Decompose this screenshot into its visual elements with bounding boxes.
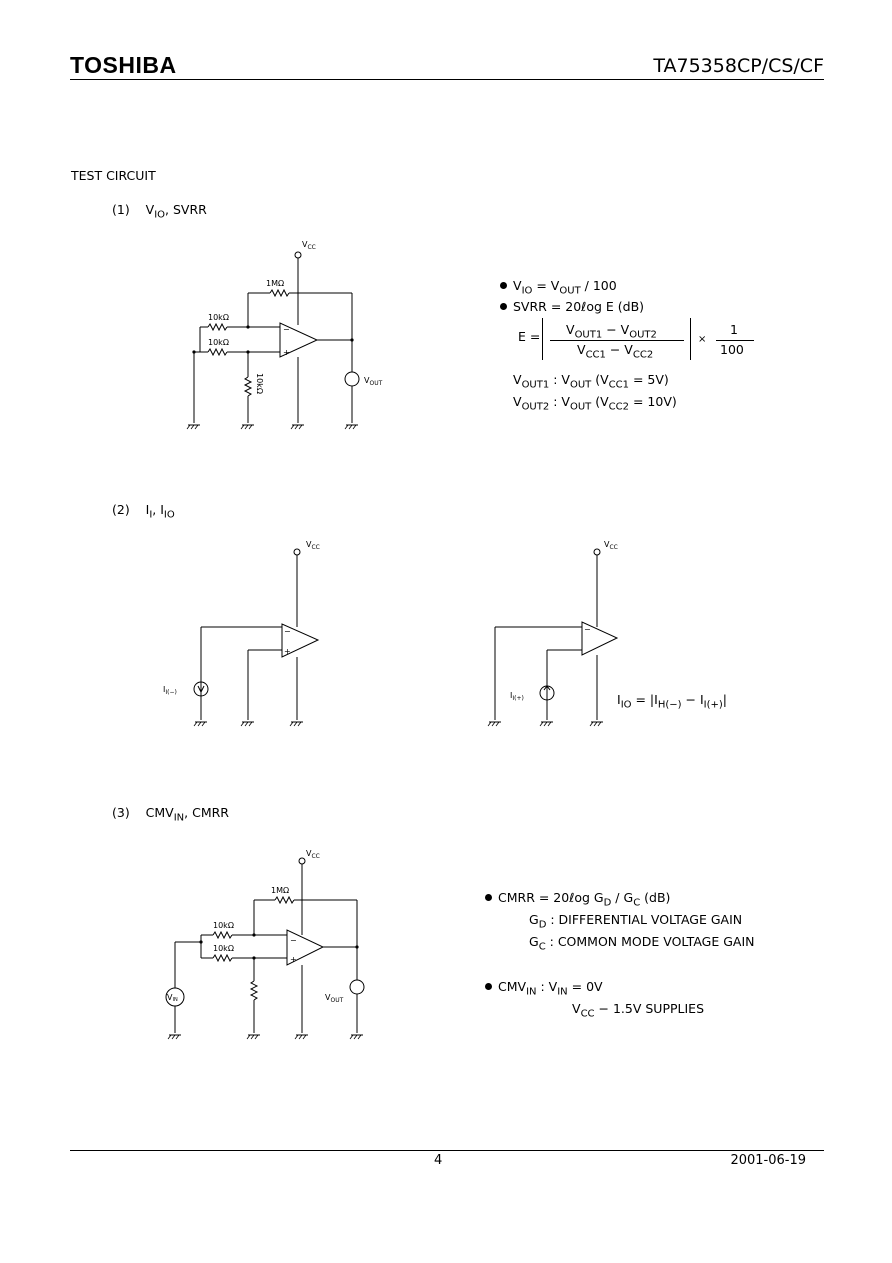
section-3-title-sub: IN	[173, 812, 185, 824]
section-3-heading: (3) CMVIN, CMRR	[112, 805, 229, 823]
circuit-3-feedback-resistor-label: 1MΩ	[271, 886, 289, 895]
circuit-1-vcc-label: VCC	[302, 240, 316, 251]
cmvin-condition: CMVIN : VIN = 0V	[485, 980, 603, 997]
circuit-2a-vcc-label: VCC	[306, 540, 320, 551]
circuit-1-noninverting-sign: +	[283, 348, 290, 357]
header-rule	[70, 79, 824, 80]
circuit-3-input-resistor-1-label: 10kΩ	[213, 921, 234, 930]
section-2-title-i2: , I	[152, 502, 164, 517]
section-1-heading: (1) VIO, SVRR	[112, 202, 207, 220]
bullet-icon	[500, 303, 507, 310]
section-1-title-rest: , SVRR	[165, 202, 207, 217]
publication-date: 2001-06-19	[730, 1153, 806, 1168]
page-number: 4	[434, 1153, 443, 1168]
section-1-title-sub: IO	[154, 209, 166, 221]
gc-definition: GC : COMMON MODE VOLTAGE GAIN	[529, 934, 755, 953]
circuit-1-feedback-resistor-label: 1MΩ	[266, 279, 284, 288]
circuit-2a-diagram: VCC − + II(−)	[163, 540, 320, 727]
section-2-number: (2)	[112, 502, 130, 517]
circuit-1-vout-label: VOUT	[364, 376, 383, 387]
section-3-number: (3)	[112, 805, 130, 820]
e-prefix: E =	[518, 329, 541, 344]
circuit-1-inverting-sign: −	[283, 325, 290, 334]
section-2-title-sub2: IO	[163, 509, 175, 521]
iio-formula: IIO = |IH(−) − II(+)|	[617, 692, 728, 711]
circuit-1-input-resistor-1-label: 10kΩ	[208, 313, 229, 322]
bullet-icon	[500, 282, 507, 289]
times-sign: ×	[698, 334, 707, 345]
section-1-number: (1)	[112, 202, 130, 217]
vout2-condition: VOUT2 : VOUT (VCC2 = 10V)	[513, 394, 677, 413]
circuit-2b-inverting-sign: −	[584, 625, 591, 634]
e-numerator: VOUT1 − VOUT2	[566, 322, 657, 341]
e-denominator: VCC1 − VCC2	[577, 342, 654, 361]
svrr-formula: SVRR = 20ℓog E (dB)	[500, 300, 644, 314]
circuit-3-noninverting-sign: +	[290, 955, 297, 964]
cmrr-formula: CMRR = 20ℓog GD / GC (dB)	[485, 891, 670, 908]
circuit-2b-ii-plus-label: II(+)	[510, 691, 524, 702]
fraction-bar	[716, 340, 754, 341]
circuit-1-ground-resistor-label: 10kΩ	[255, 373, 264, 394]
circuit-2b-diagram: VCC − II(+)	[487, 540, 619, 727]
section-2-title-i: I	[145, 502, 150, 517]
bullet-icon	[485, 894, 492, 901]
circuit-2a-ii-minus-label: II(−)	[163, 685, 177, 696]
bullet-icon	[485, 983, 492, 990]
section-1-title-v: V	[145, 202, 155, 217]
abs-bar-left	[542, 318, 543, 360]
circuit-3-vin-label: VIN	[167, 993, 178, 1003]
footer-rule	[70, 1150, 824, 1151]
section-3-title-cmv: CMV	[145, 805, 174, 820]
circuit-3-vcc-label: VCC	[306, 849, 320, 860]
fraction-numerator: 1	[730, 322, 738, 337]
section-2-heading: (2) II, IIO	[112, 502, 175, 520]
gd-definition: GD : DIFFERENTIAL VOLTAGE GAIN	[529, 912, 743, 931]
section-3-title-rest: , CMRR	[184, 805, 229, 820]
circuit-1-input-resistor-2-label: 10kΩ	[208, 338, 229, 347]
circuit-1-diagram: VCC 1MΩ 10kΩ 10kΩ 10kΩ − + VOUT	[186, 240, 383, 430]
circuit-3-vout-label: VOUT	[325, 993, 344, 1004]
vout1-condition: VOUT1 : VOUT (VCC1 = 5V)	[513, 372, 669, 391]
circuit-2a-noninverting-sign: +	[284, 647, 291, 656]
e-fraction-bar	[550, 340, 684, 341]
section-title: TEST CIRCUIT	[71, 168, 156, 183]
abs-bar-right	[690, 318, 691, 360]
circuit-2b-vcc-label: VCC	[604, 540, 618, 551]
section-2-title-sub1: I	[149, 509, 153, 521]
brand-logo: TOSHIBA	[70, 52, 177, 78]
vio-formula: VIO = VOUT / 100	[500, 279, 617, 296]
circuit-3-diagram: VCC 1MΩ 10kΩ 10kΩ − + VIN VOUT	[165, 849, 365, 1040]
circuit-3-inverting-sign: −	[290, 936, 297, 945]
part-number: TA75358CP/CS/CF	[653, 55, 824, 77]
circuit-2a-inverting-sign: −	[284, 627, 291, 636]
vcc-supplies: VCC − 1.5V SUPPLIES	[572, 1001, 704, 1020]
circuit-3-input-resistor-2-label: 10kΩ	[213, 944, 234, 953]
fraction-denominator: 100	[720, 342, 744, 357]
